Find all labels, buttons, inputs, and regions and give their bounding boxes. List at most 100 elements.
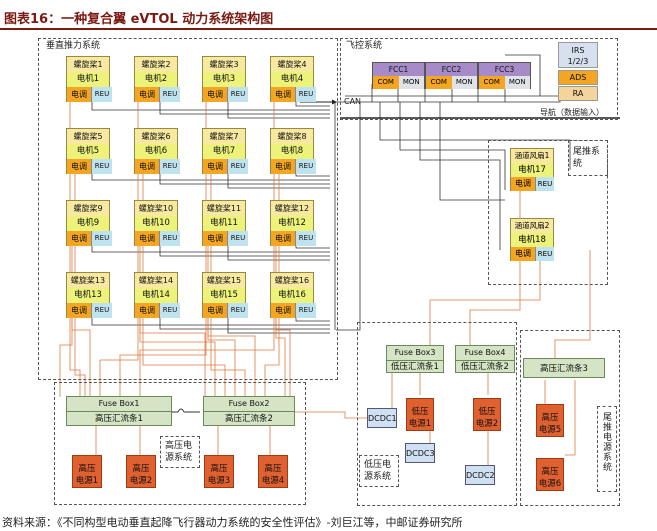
battery-line2: 电源5 <box>538 425 562 435</box>
propeller-label: 螺旋桨15 <box>203 273 245 288</box>
bus-label: 低压汇流条1 <box>391 362 439 372</box>
battery-line2: 电源2 <box>475 419 499 429</box>
reu-label: REU <box>159 159 180 174</box>
fcc-1: FCC1 COM MON <box>372 62 425 89</box>
battery-line2: 电源1 <box>408 419 432 429</box>
esc-label: 电调 <box>271 87 295 102</box>
esc-label: 电调 <box>67 159 91 174</box>
motor-label: 电机18 <box>511 233 553 247</box>
propeller-label: 螺旋桨11 <box>203 201 245 216</box>
flight-control-system <box>340 38 618 120</box>
battery-line1: 高压 <box>541 413 559 423</box>
esc-label: 电调 <box>203 303 227 318</box>
fan-label: 涵道风扇2 <box>511 219 553 233</box>
tail-fan-1: 涵道风扇1 电机17 电调 REU <box>510 148 554 191</box>
fcc-com: COM <box>426 76 452 89</box>
reu-label: REU <box>295 231 316 246</box>
esc-label: 电调 <box>67 303 91 318</box>
esc-label: 电调 <box>135 159 159 174</box>
esc-label: 电调 <box>135 87 159 102</box>
fcc-mon: MON <box>504 76 530 89</box>
propeller-label: 螺旋桨4 <box>271 57 313 72</box>
esc-label: 电调 <box>271 231 295 246</box>
lv-bus-1: Fuse Box3 低压汇流条1 <box>386 345 444 373</box>
battery-line2: 电源4 <box>261 476 285 486</box>
propeller-label: 螺旋桨1 <box>67 57 109 72</box>
lv-power-system <box>357 322 517 506</box>
reu-label: REU <box>159 303 180 318</box>
reu-label: REU <box>535 247 554 261</box>
fcc-name: FCC3 <box>479 63 530 76</box>
hv-power-system <box>54 382 306 505</box>
data-lines <box>91 54 590 334</box>
esc-label: 电调 <box>511 177 535 191</box>
esc-label: 电调 <box>135 231 159 246</box>
fan-label: 涵道风扇1 <box>511 149 553 163</box>
propeller-label: 螺旋桨14 <box>135 273 177 288</box>
motor-label: 电机6 <box>135 144 177 159</box>
bus-label: 高压汇流条2 <box>225 414 273 424</box>
motor-label: 电机14 <box>135 288 177 303</box>
esc-label: 电调 <box>271 303 295 318</box>
tail-power-system <box>520 330 620 506</box>
hv-battery-1: 高压电源1 <box>72 455 102 488</box>
battery-line1: 高压 <box>264 464 282 474</box>
hv-battery-2: 高压电源2 <box>126 455 156 488</box>
battery-line2: 电源2 <box>129 476 153 486</box>
fcc-com: COM <box>373 76 399 89</box>
reu-label: REU <box>295 303 316 318</box>
esc-label: 电调 <box>203 87 227 102</box>
reu-label: REU <box>91 303 112 318</box>
battery-line1: 低压 <box>478 407 496 417</box>
propeller-label: 螺旋桨9 <box>67 201 109 216</box>
propeller-label: 螺旋桨8 <box>271 129 313 144</box>
hv-power-label: 高压电源系统 <box>163 440 197 464</box>
propeller-label: 螺旋桨7 <box>203 129 245 144</box>
reu-label: REU <box>295 159 316 174</box>
tail-power-label-box <box>597 406 617 492</box>
bus-label: 低压汇流条2 <box>461 362 509 372</box>
hv-battery-4: 高压电源4 <box>258 455 288 488</box>
battery-line1: 高压 <box>210 464 228 474</box>
lv-power-label: 低压电源系统 <box>362 459 396 483</box>
lv-power-label-box <box>359 455 399 487</box>
hv-battery-5: 高压电源5 <box>536 404 564 437</box>
motor-label: 电机10 <box>135 216 177 231</box>
source-note: 资料来源：《不同构型电动垂直起降飞行器动力系统的安全性评估》-刘巨江等，中邮证券… <box>2 516 463 529</box>
tail-power-label: 尾推电源系统 <box>601 412 611 472</box>
dcdc-2: DCDC2 <box>465 465 495 485</box>
vertical-thrust-label: 垂直推力系统 <box>44 40 103 52</box>
motor-label: 电机12 <box>271 216 313 231</box>
fcc-2: FCC2 COM MON <box>425 62 478 89</box>
reu-label: REU <box>91 231 112 246</box>
propeller-label: 螺旋桨5 <box>67 129 109 144</box>
reu-label: REU <box>295 87 316 102</box>
dcdc-3: DCDC3 <box>405 443 435 463</box>
hv-bus-1: Fuse Box1 高压汇流条1 <box>66 396 172 426</box>
motor-label: 电机3 <box>203 72 245 87</box>
propeller-label: 螺旋桨13 <box>67 273 109 288</box>
fcc-mon: MON <box>451 76 477 89</box>
battery-line1: 高压 <box>132 464 150 474</box>
propeller-label: 螺旋桨3 <box>203 57 245 72</box>
propeller-label: 螺旋桨2 <box>135 57 177 72</box>
motor-label: 电机13 <box>67 288 109 303</box>
hv-bus-3: 高压汇流条3 <box>523 358 605 378</box>
reu-label: REU <box>159 87 180 102</box>
motor-label: 电机7 <box>203 144 245 159</box>
esc-label: 电调 <box>203 231 227 246</box>
ra-sensor: RA <box>558 86 598 101</box>
hv-bus-2: Fuse Box2 高压汇流条2 <box>203 396 295 426</box>
fcc-mon: MON <box>398 76 424 89</box>
